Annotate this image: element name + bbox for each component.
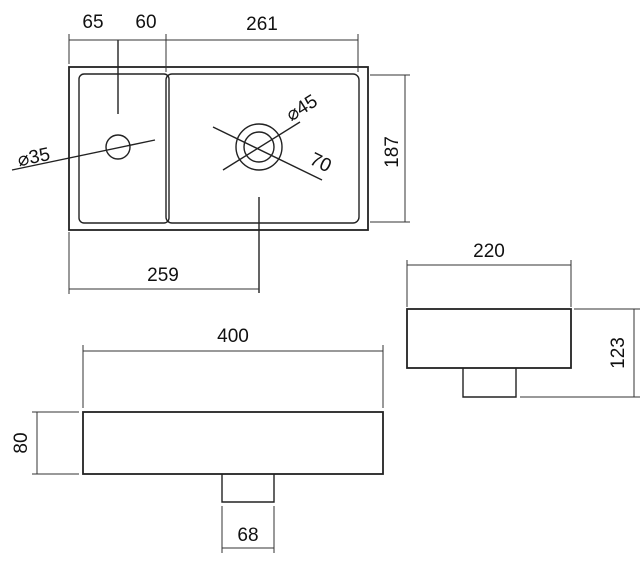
dim-label-side-height: 123 bbox=[608, 337, 629, 369]
top-view: 65 60 261 ⌀35 ⌀45 70 187 259 bbox=[11, 12, 410, 294]
drain-inner bbox=[243, 131, 275, 163]
front-waste-outlet bbox=[221, 474, 275, 503]
dim-label-drain-hole: ⌀45 bbox=[283, 91, 322, 126]
dim-label-basin-width: 261 bbox=[246, 14, 278, 35]
tap-hole bbox=[105, 134, 131, 160]
dim-label-waste: 68 bbox=[237, 525, 258, 546]
side-waste-outlet bbox=[462, 368, 517, 398]
front-body bbox=[82, 411, 384, 475]
dim-label-drain-outer: 70 bbox=[306, 149, 334, 177]
dim-label-front-length: 400 bbox=[217, 326, 249, 347]
dim-label-divider-gap: 60 bbox=[135, 12, 156, 33]
dim-label-front-height: 80 bbox=[11, 432, 32, 453]
drain-leader-45 bbox=[222, 121, 301, 171]
bowl-outline bbox=[165, 73, 360, 224]
dim-label-tap-offset: 65 bbox=[82, 12, 103, 33]
side-body bbox=[406, 308, 572, 369]
tap-deck bbox=[78, 73, 170, 224]
drain-outer bbox=[235, 123, 283, 171]
dim-label-drain-offset: 259 bbox=[147, 265, 179, 286]
side-view: 220 123 bbox=[406, 241, 640, 398]
basin-outline bbox=[68, 66, 369, 231]
tap-hole-leader bbox=[11, 139, 156, 171]
dim-label-tap-hole: ⌀35 bbox=[16, 144, 52, 171]
dim-label-depth: 187 bbox=[382, 136, 403, 168]
drain-leader-70 bbox=[212, 126, 323, 181]
dim-label-side-width: 220 bbox=[473, 241, 505, 262]
front-view: 400 80 68 bbox=[11, 326, 384, 553]
